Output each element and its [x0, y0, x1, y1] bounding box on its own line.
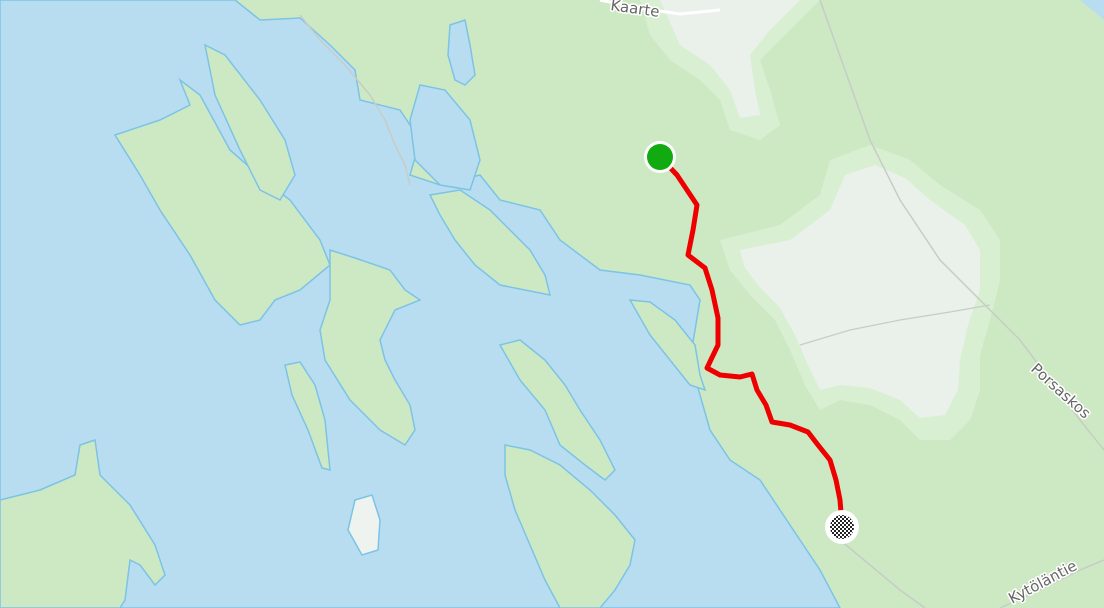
lake-top-right	[1080, 0, 1104, 20]
lake-inlet	[409, 84, 481, 191]
small-lake	[447, 19, 476, 86]
road-porsaskos	[819, 0, 1104, 451]
peninsula-southwest	[0, 439, 166, 608]
clearing-east-inner	[740, 165, 980, 418]
island-center-south	[498, 339, 616, 481]
checkered-flag-icon[interactable]	[825, 510, 859, 544]
clearing-north-inner	[660, 0, 800, 118]
road-kytolantie-east	[999, 559, 1104, 608]
islet	[347, 494, 381, 556]
island-west-narrow	[203, 43, 296, 201]
road-top	[599, 0, 721, 16]
island-center-long	[319, 248, 422, 447]
road-kytolantie	[839, 539, 926, 608]
island-thin-south	[284, 361, 331, 471]
island-south-long	[504, 444, 636, 608]
peninsula-narrow-east	[628, 299, 707, 392]
road-north-track	[299, 14, 411, 186]
road-cross	[799, 304, 991, 346]
start-dot-icon[interactable]	[644, 141, 676, 173]
peninsula-mid	[428, 189, 552, 296]
route-line[interactable]	[657, 154, 845, 528]
